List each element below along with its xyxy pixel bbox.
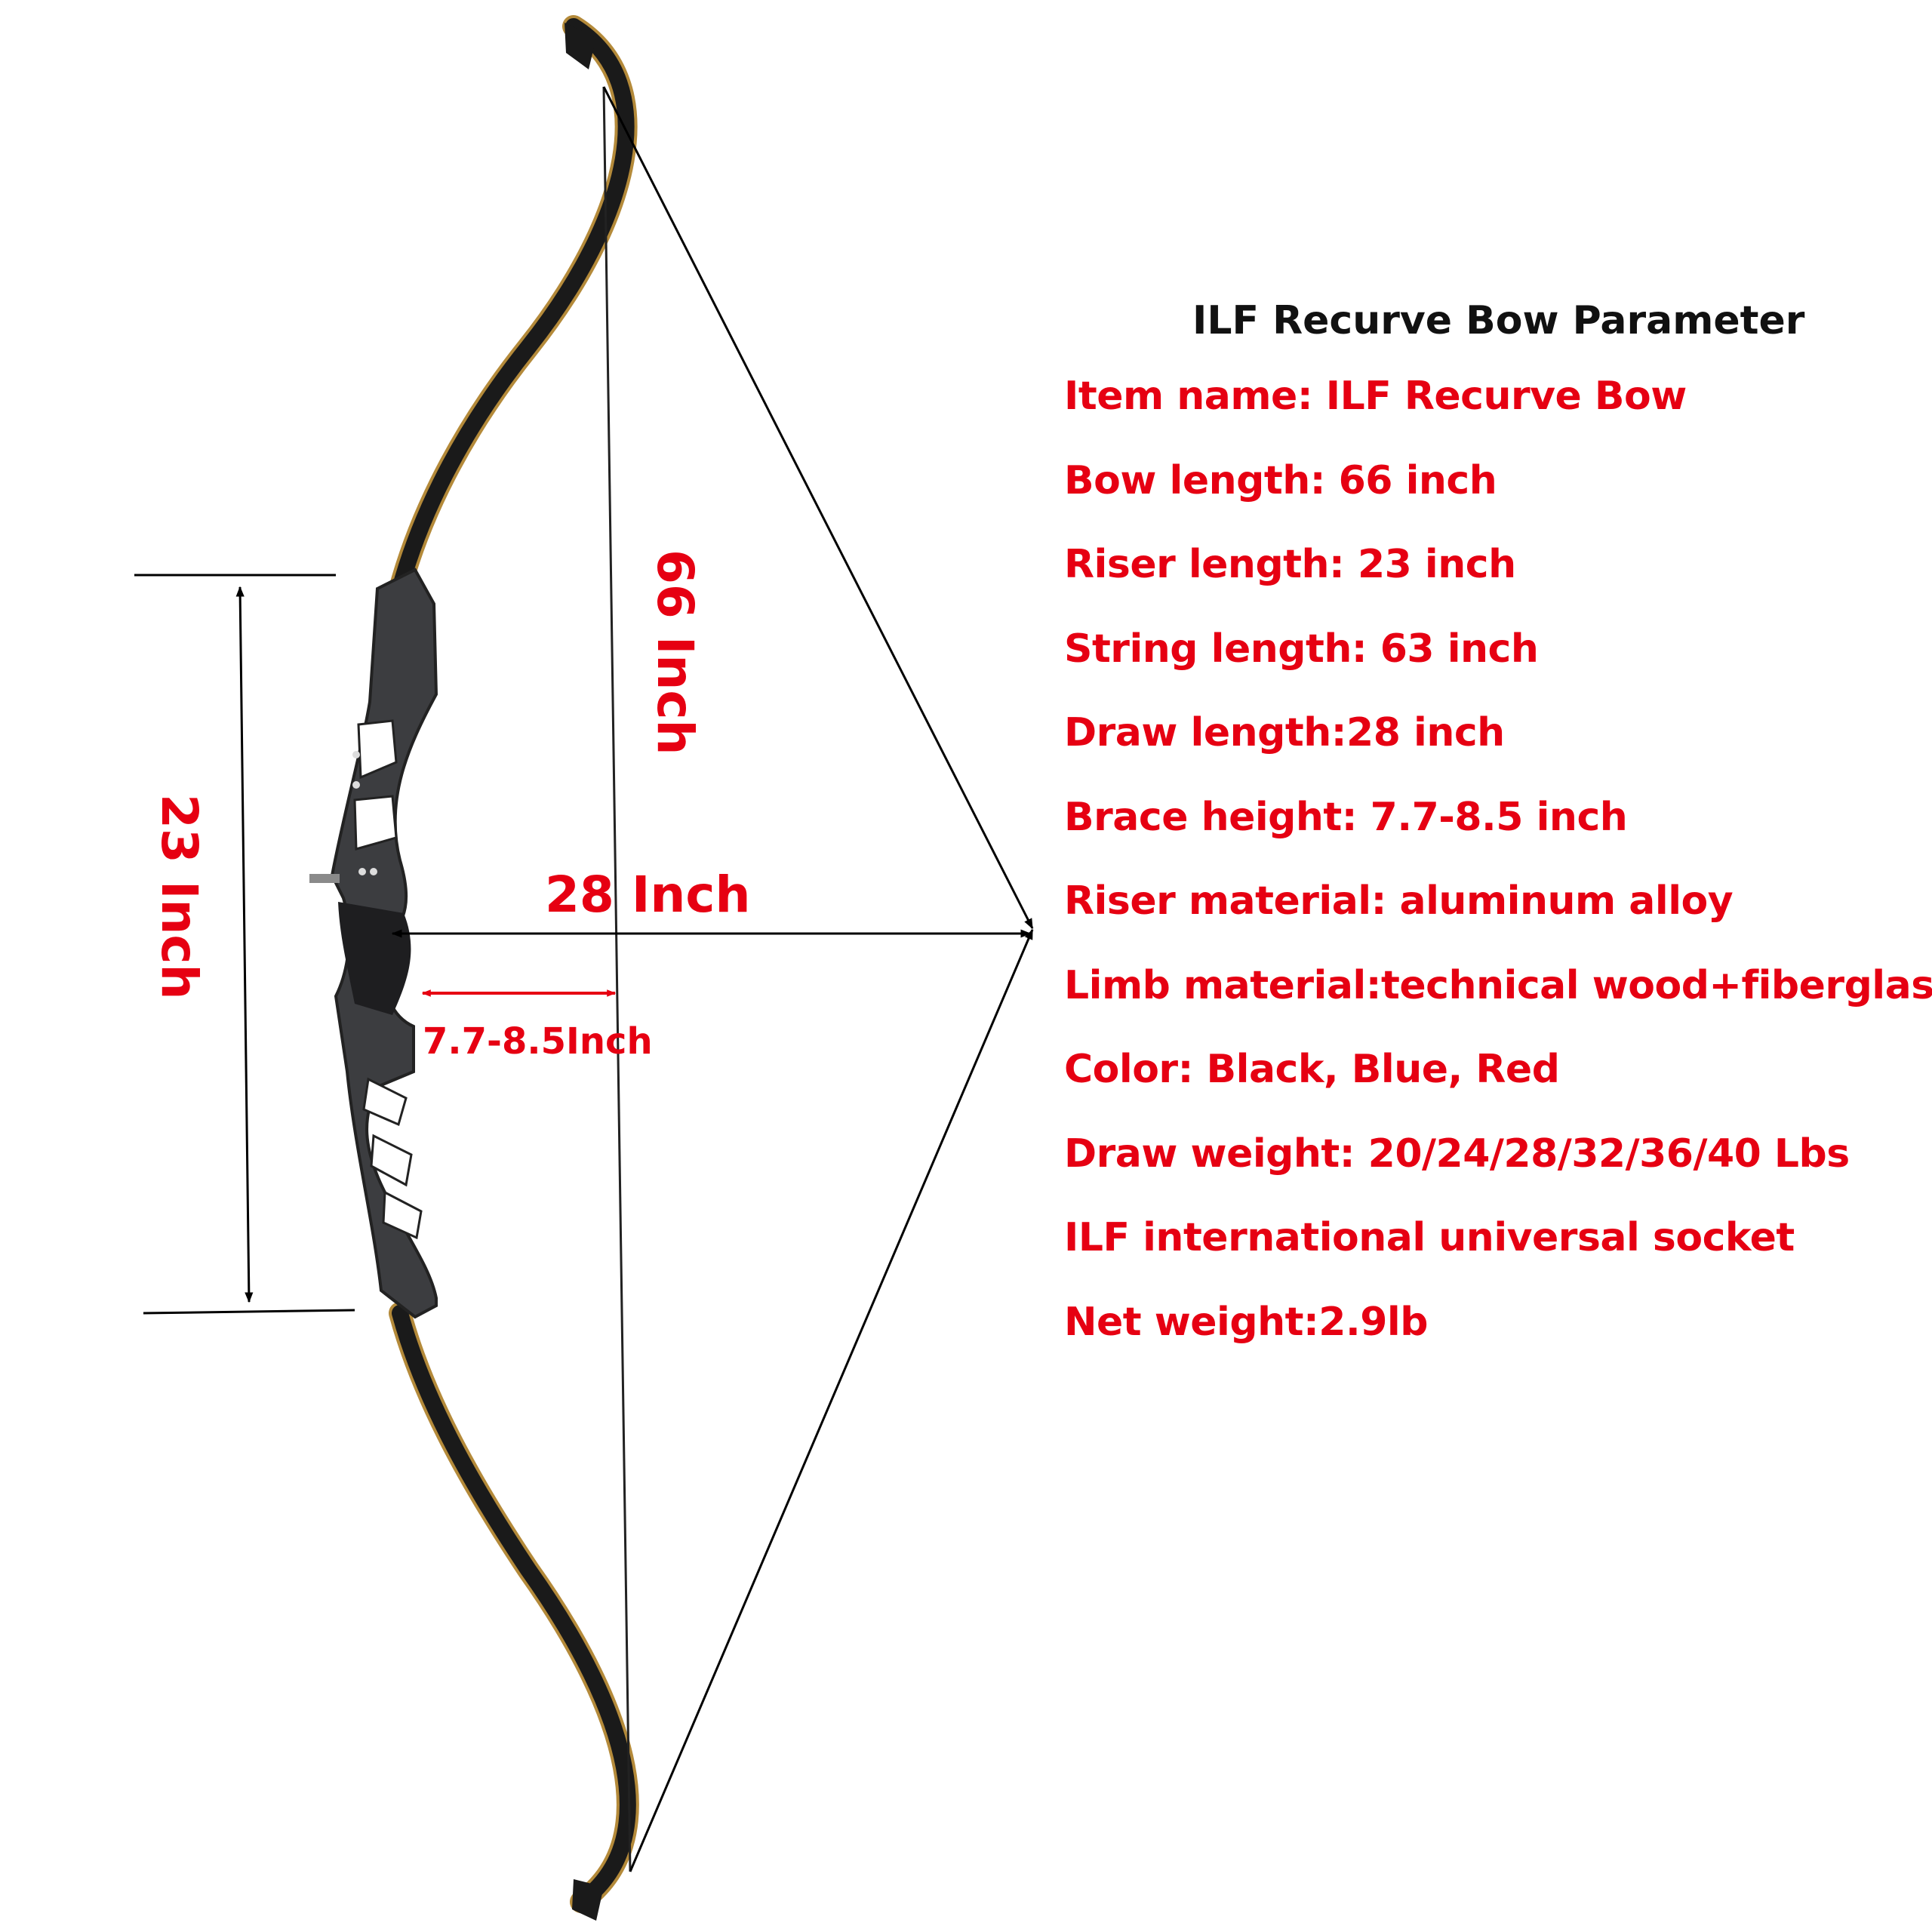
bow-length-label: 66 Inch	[646, 549, 704, 755]
spec-item-limb-material: Limb material:technical wood+fiberglass	[1064, 962, 1932, 1008]
brace-height-label: 7.7-8.5Inch	[423, 1020, 653, 1063]
spec-panel: ILF Recurve Bow Parameter Item name: ILF…	[1064, 287, 1932, 1364]
riser-length-label: 23 Inch	[150, 794, 208, 999]
spec-item-string-length: String length: 63 inch	[1064, 626, 1539, 672]
riser	[309, 568, 438, 1319]
spec-item-brace-height: Brace height: 7.7-8.5 inch	[1064, 794, 1628, 840]
spec-item-name: Item name: ILF Recurve Bow	[1064, 374, 1687, 419]
upper-limb	[389, 15, 638, 600]
spec-item-riser-length: Riser length: 23 inch	[1064, 542, 1516, 587]
draw-diagonal-upper	[602, 86, 1034, 930]
spec-title: ILF Recurve Bow Parameter	[1192, 298, 1805, 343]
riser-bottom-tick	[143, 1309, 355, 1315]
spec-item-draw-length: Draw length:28 inch	[1064, 710, 1505, 755]
lower-limb	[389, 1302, 639, 1921]
spec-item-draw-weight: Draw weight: 20/24/28/32/36/40 Lbs	[1064, 1131, 1850, 1177]
draw-length-label: 28 Inch	[545, 866, 750, 924]
riser-length-arrow	[235, 586, 254, 1303]
spec-item-net-weight: Net weight:2.9lb	[1064, 1299, 1428, 1345]
spec-item-socket: ILF international universal socket	[1064, 1215, 1795, 1260]
spec-item-riser-material: Riser material: aluminum alloy	[1064, 878, 1734, 924]
spec-list: Item name: ILF Recurve Bow Bow length: 6…	[1064, 355, 1932, 1364]
spec-item-color: Color: Black, Blue, Red	[1064, 1047, 1560, 1092]
bow-string	[602, 86, 632, 1872]
draw-diagonal-lower	[629, 928, 1034, 1872]
spec-item-bow-length: Bow length: 66 inch	[1064, 457, 1497, 503]
